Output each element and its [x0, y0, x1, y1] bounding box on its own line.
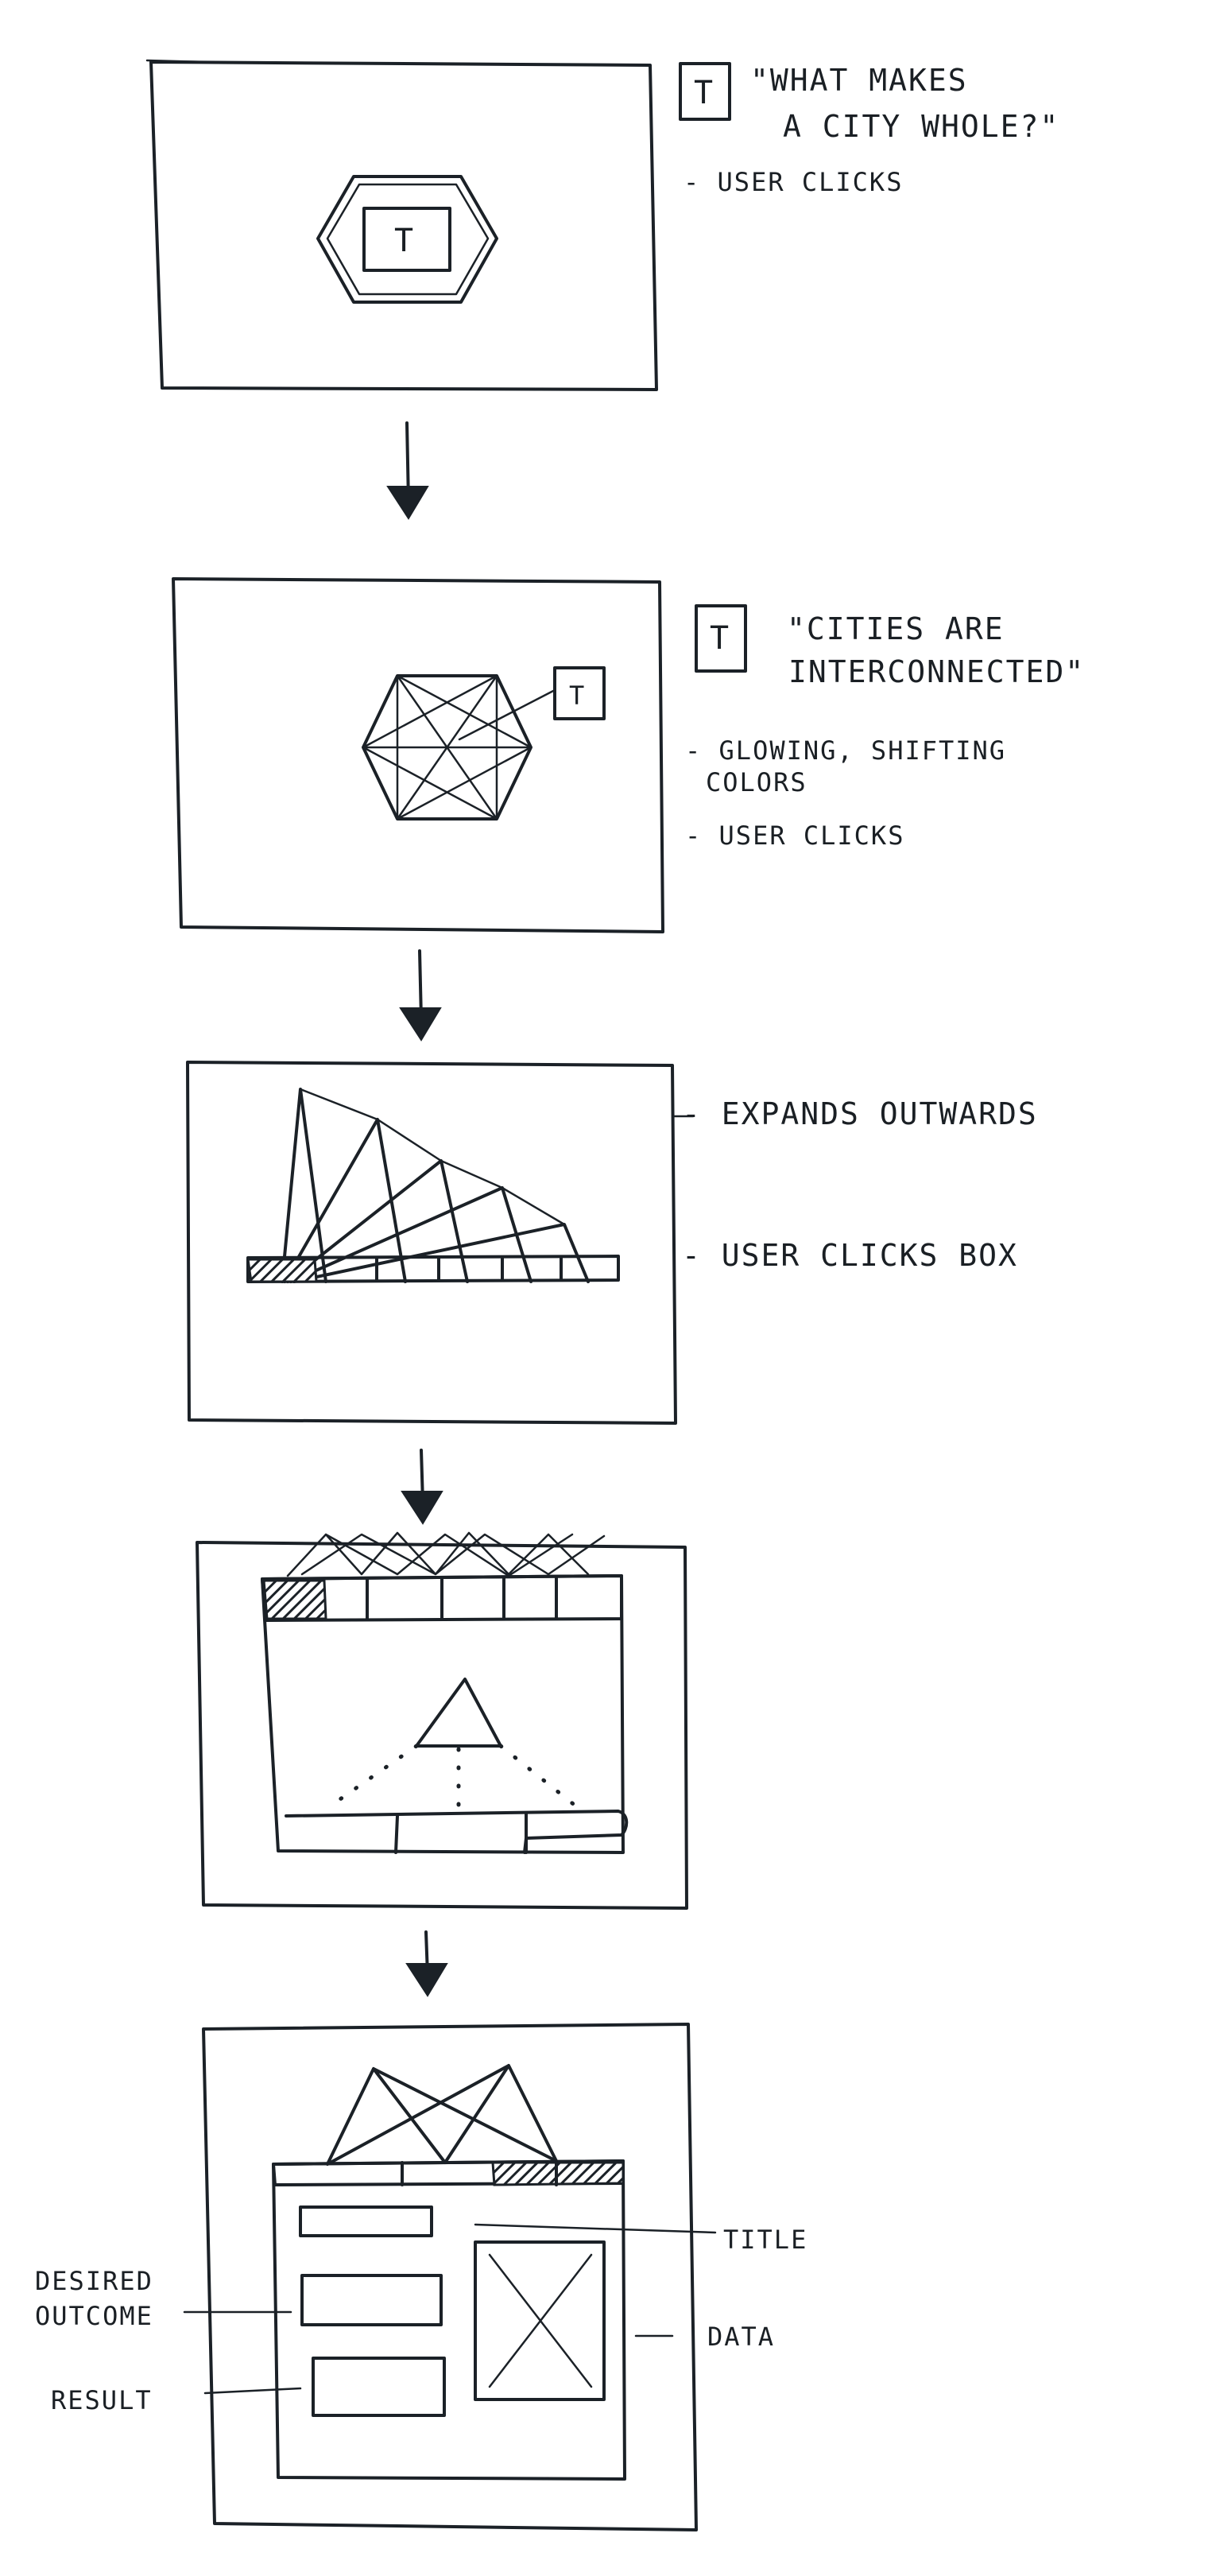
frame-3: - EXPANDS OUTWARDS - USER CLICKS BOX: [186, 1061, 1038, 1425]
title-box-letter: T: [394, 223, 415, 259]
connection-lines: [286, 1531, 606, 1577]
text-box-icon: [679, 62, 731, 121]
frame-3-note-2: - USER CLICKS BOX: [682, 1238, 1018, 1273]
interconnected-hexagon: [362, 674, 556, 821]
frame-5-border: [202, 2023, 698, 2531]
text-box-icon-2-letter: T: [710, 620, 730, 657]
data-web: [326, 2064, 558, 2166]
tab-bar: [246, 1255, 620, 1283]
bottom-bar: [285, 1810, 629, 1854]
frame-2-border: [172, 577, 664, 933]
hexagon-inner: [326, 183, 490, 296]
callout-data: DATA: [707, 2322, 775, 2352]
triangle-node: [415, 1678, 502, 1748]
hexagon-button[interactable]: T: [316, 175, 498, 304]
title-field: [299, 2206, 433, 2237]
hexagon-outer: [316, 175, 498, 304]
frame-1-note-3: - USER CLICKS: [684, 167, 903, 197]
tab-selected-expanded[interactable]: [262, 1579, 327, 1620]
callout-title: TITLE: [723, 2225, 807, 2255]
frame-5: TITLE DESIRED OUTCOME RESULT DATA: [35, 2023, 807, 2531]
small-text-box-icon: [553, 666, 606, 720]
frame-3-border: [186, 1061, 677, 1425]
frame-1-note-1: "WHAT MAKES: [750, 63, 968, 98]
frame-2-note-1: "CITIES ARE: [787, 611, 1005, 646]
frame-4-border: [196, 1541, 688, 1910]
result-field: [312, 2357, 446, 2417]
tab-bar-expanded: [261, 1574, 623, 1622]
frame-3-note-1: - EXPANDS OUTWARDS: [682, 1096, 1038, 1131]
callout-desired-1: DESIRED: [35, 2266, 153, 2296]
frame-1-border: [149, 60, 658, 391]
frame-2-note-2: INTERCONNECTED": [788, 654, 1085, 689]
title-box-icon: [362, 207, 451, 272]
text-box-icon-letter: T: [694, 75, 714, 111]
frame-1: T T "WHAT MAKES A CITY WHOLE?" - USER CL…: [145, 59, 1059, 391]
frame-2-note-5: - USER CLICKS: [685, 821, 904, 851]
callout-desired-2: OUTCOME: [35, 2301, 153, 2331]
desired-outcome-field: [300, 2274, 443, 2326]
frame-4: [196, 1531, 688, 1910]
frame-2-note-3: - GLOWING, SHIFTING: [685, 735, 1006, 766]
frame-2: T T "CITIES ARE INTERCONNECTED" - GLOWIN…: [172, 577, 1085, 933]
tab-selected[interactable]: [246, 1258, 318, 1283]
frame-1-note-2: A CITY WHOLE?": [783, 109, 1059, 144]
callout-result: RESULT: [51, 2385, 153, 2415]
text-box-icon-2: [695, 604, 747, 673]
data-placeholder: [474, 2240, 606, 2401]
small-text-box-letter: T: [569, 681, 586, 711]
frame-2-note-4: COLORS: [706, 767, 807, 797]
expanding-peaks: [281, 1088, 590, 1283]
